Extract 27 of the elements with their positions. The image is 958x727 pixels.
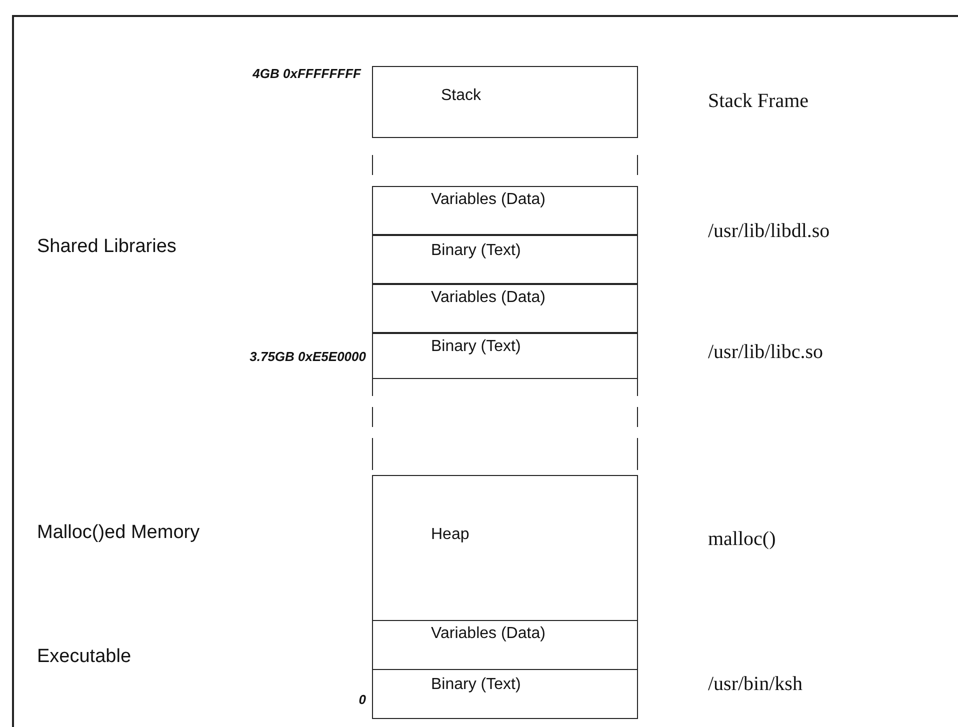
memory-segment (372, 66, 638, 138)
segment-label: Stack (441, 87, 482, 105)
region-label: Stack Frame (708, 90, 809, 113)
region-label: Executable (37, 646, 132, 668)
segment-label: Variables (Data) (431, 289, 546, 307)
memory-segment (372, 235, 638, 284)
region-label: /usr/lib/libdl.so (708, 220, 830, 243)
memory-segment (372, 333, 638, 379)
address-label: 3.75GB 0xE5E0000 (250, 349, 366, 364)
region-label: /usr/bin/ksh (708, 673, 802, 696)
segment-label: Binary (Text) (431, 338, 521, 356)
segment-label: Variables (Data) (431, 191, 546, 209)
region-label: Malloc()ed Memory (37, 522, 200, 544)
region-label: /usr/lib/libc.so (708, 341, 823, 364)
memory-segment (372, 620, 638, 670)
address-label: 0 (358, 692, 366, 707)
memory-segment (372, 284, 638, 333)
region-label: malloc() (708, 528, 776, 551)
memory-segment (372, 475, 638, 621)
segment-label: Variables (Data) (431, 625, 546, 643)
segment-label: Binary (Text) (431, 676, 521, 694)
segment-label: Heap (431, 526, 470, 544)
memory-segment (372, 669, 638, 719)
address-label: 4GB 0xFFFFFFFF (252, 66, 361, 81)
segment-label: Binary (Text) (431, 242, 521, 260)
region-label: Shared Libraries (37, 236, 176, 258)
memory-segment (372, 186, 638, 235)
